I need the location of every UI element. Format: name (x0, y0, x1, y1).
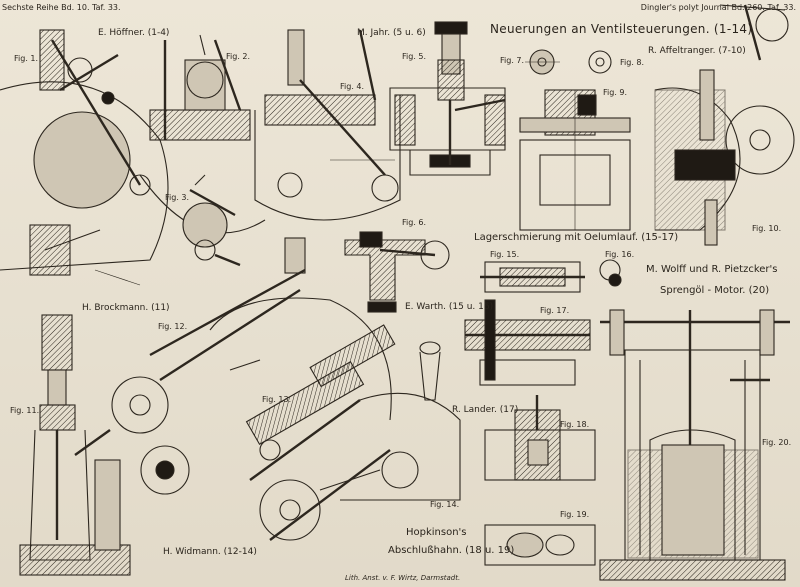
fig-label-5: Fig. 5. (402, 52, 427, 61)
fig-label-17: Fig. 17. (540, 306, 570, 315)
fig19-drawing (484, 524, 596, 566)
fig-label-15: Fig. 15. (490, 250, 520, 259)
fig-label-18: Fig. 18. (560, 420, 590, 429)
fig-label-4: Fig. 4. (340, 82, 365, 91)
fig5-drawing (389, 21, 506, 176)
fig15-16-drawing (480, 259, 622, 293)
caption-hopkinson-2: Abschlußhahn. (18 u. 19) (388, 545, 515, 556)
fig17-drawing (464, 299, 591, 386)
plate-title: Neuerungen an Ventilsteuerungen. (1-14) (490, 22, 753, 36)
fig-label-9: Fig. 9. (603, 88, 628, 97)
caption-widmann: H. Widmann. (12-14) (163, 547, 257, 557)
fig-label-19: Fig. 19. (560, 510, 590, 519)
hopkinson-valve-drawing (340, 341, 461, 501)
fig-label-12: Fig. 12. (158, 322, 188, 331)
fig6-drawing (344, 231, 450, 313)
fig-label-1: Fig. 1. (14, 54, 39, 63)
caption-affeltranger: R. Affeltranger. (7-10) (648, 46, 746, 56)
fig-label-20: Fig. 20. (762, 438, 792, 447)
plate-header-left: Sechste Reihe Bd. 10. Taf. 33. (2, 3, 121, 12)
fig-label-2: Fig. 2. (226, 52, 251, 61)
caption-hopkinson-1: Hopkinson's (406, 527, 467, 538)
fig-label-7: Fig. 7. (500, 56, 525, 65)
caption-sprengoel: Sprengöl - Motor. (20) (660, 285, 770, 296)
caption-wolff: M. Wolff und R. Pietzcker's (646, 264, 778, 275)
caption-brockmann: H. Brockmann. (11) (82, 303, 170, 313)
fig-label-8: Fig. 8. (620, 58, 645, 67)
fig-label-10: Fig. 10. (752, 224, 782, 233)
fig11-drawing (19, 314, 131, 576)
caption-hoeffner: E. Höffner. (1-4) (98, 28, 170, 38)
caption-warth: E. Warth. (15 u. 16) (405, 302, 494, 312)
fig-label-3: Fig. 3. (165, 193, 190, 202)
fig18-drawing (484, 395, 596, 481)
fig3-drawing (139, 174, 266, 267)
fig1-drawing (0, 29, 169, 286)
fig-label-16: Fig. 16. (605, 250, 635, 259)
fig7-8-drawing (525, 49, 612, 75)
fig9-drawing (519, 89, 631, 231)
caption-lander: R. Lander. (17) (452, 405, 519, 415)
fig-label-13: Fig. 13. (262, 395, 292, 404)
caption-lagerschmierung: Lagerschmierung mit Oelumlauf. (15-17) (474, 232, 679, 243)
fig4-drawing (254, 29, 401, 221)
fig13-drawing (245, 324, 396, 461)
fig-label-14: Fig. 14. (430, 500, 460, 509)
lithographer-credit: Lith. Anst. v. F. Wirtz, Darmstadt. (345, 574, 461, 582)
fig10-drawing (654, 4, 795, 246)
fig-label-6: Fig. 6. (402, 218, 427, 227)
fig14-drawing (94, 399, 391, 551)
fig-label-11: Fig. 11. (10, 406, 40, 415)
fig12-drawing (111, 237, 392, 434)
plate-header-right: Dingler's polyt Journal Bd. 260. Taf. 33… (640, 3, 796, 12)
caption-jahr: M. Jahr. (5 u. 6) (357, 28, 426, 38)
fig20-drawing (599, 309, 790, 581)
fig2-drawing (149, 34, 251, 141)
